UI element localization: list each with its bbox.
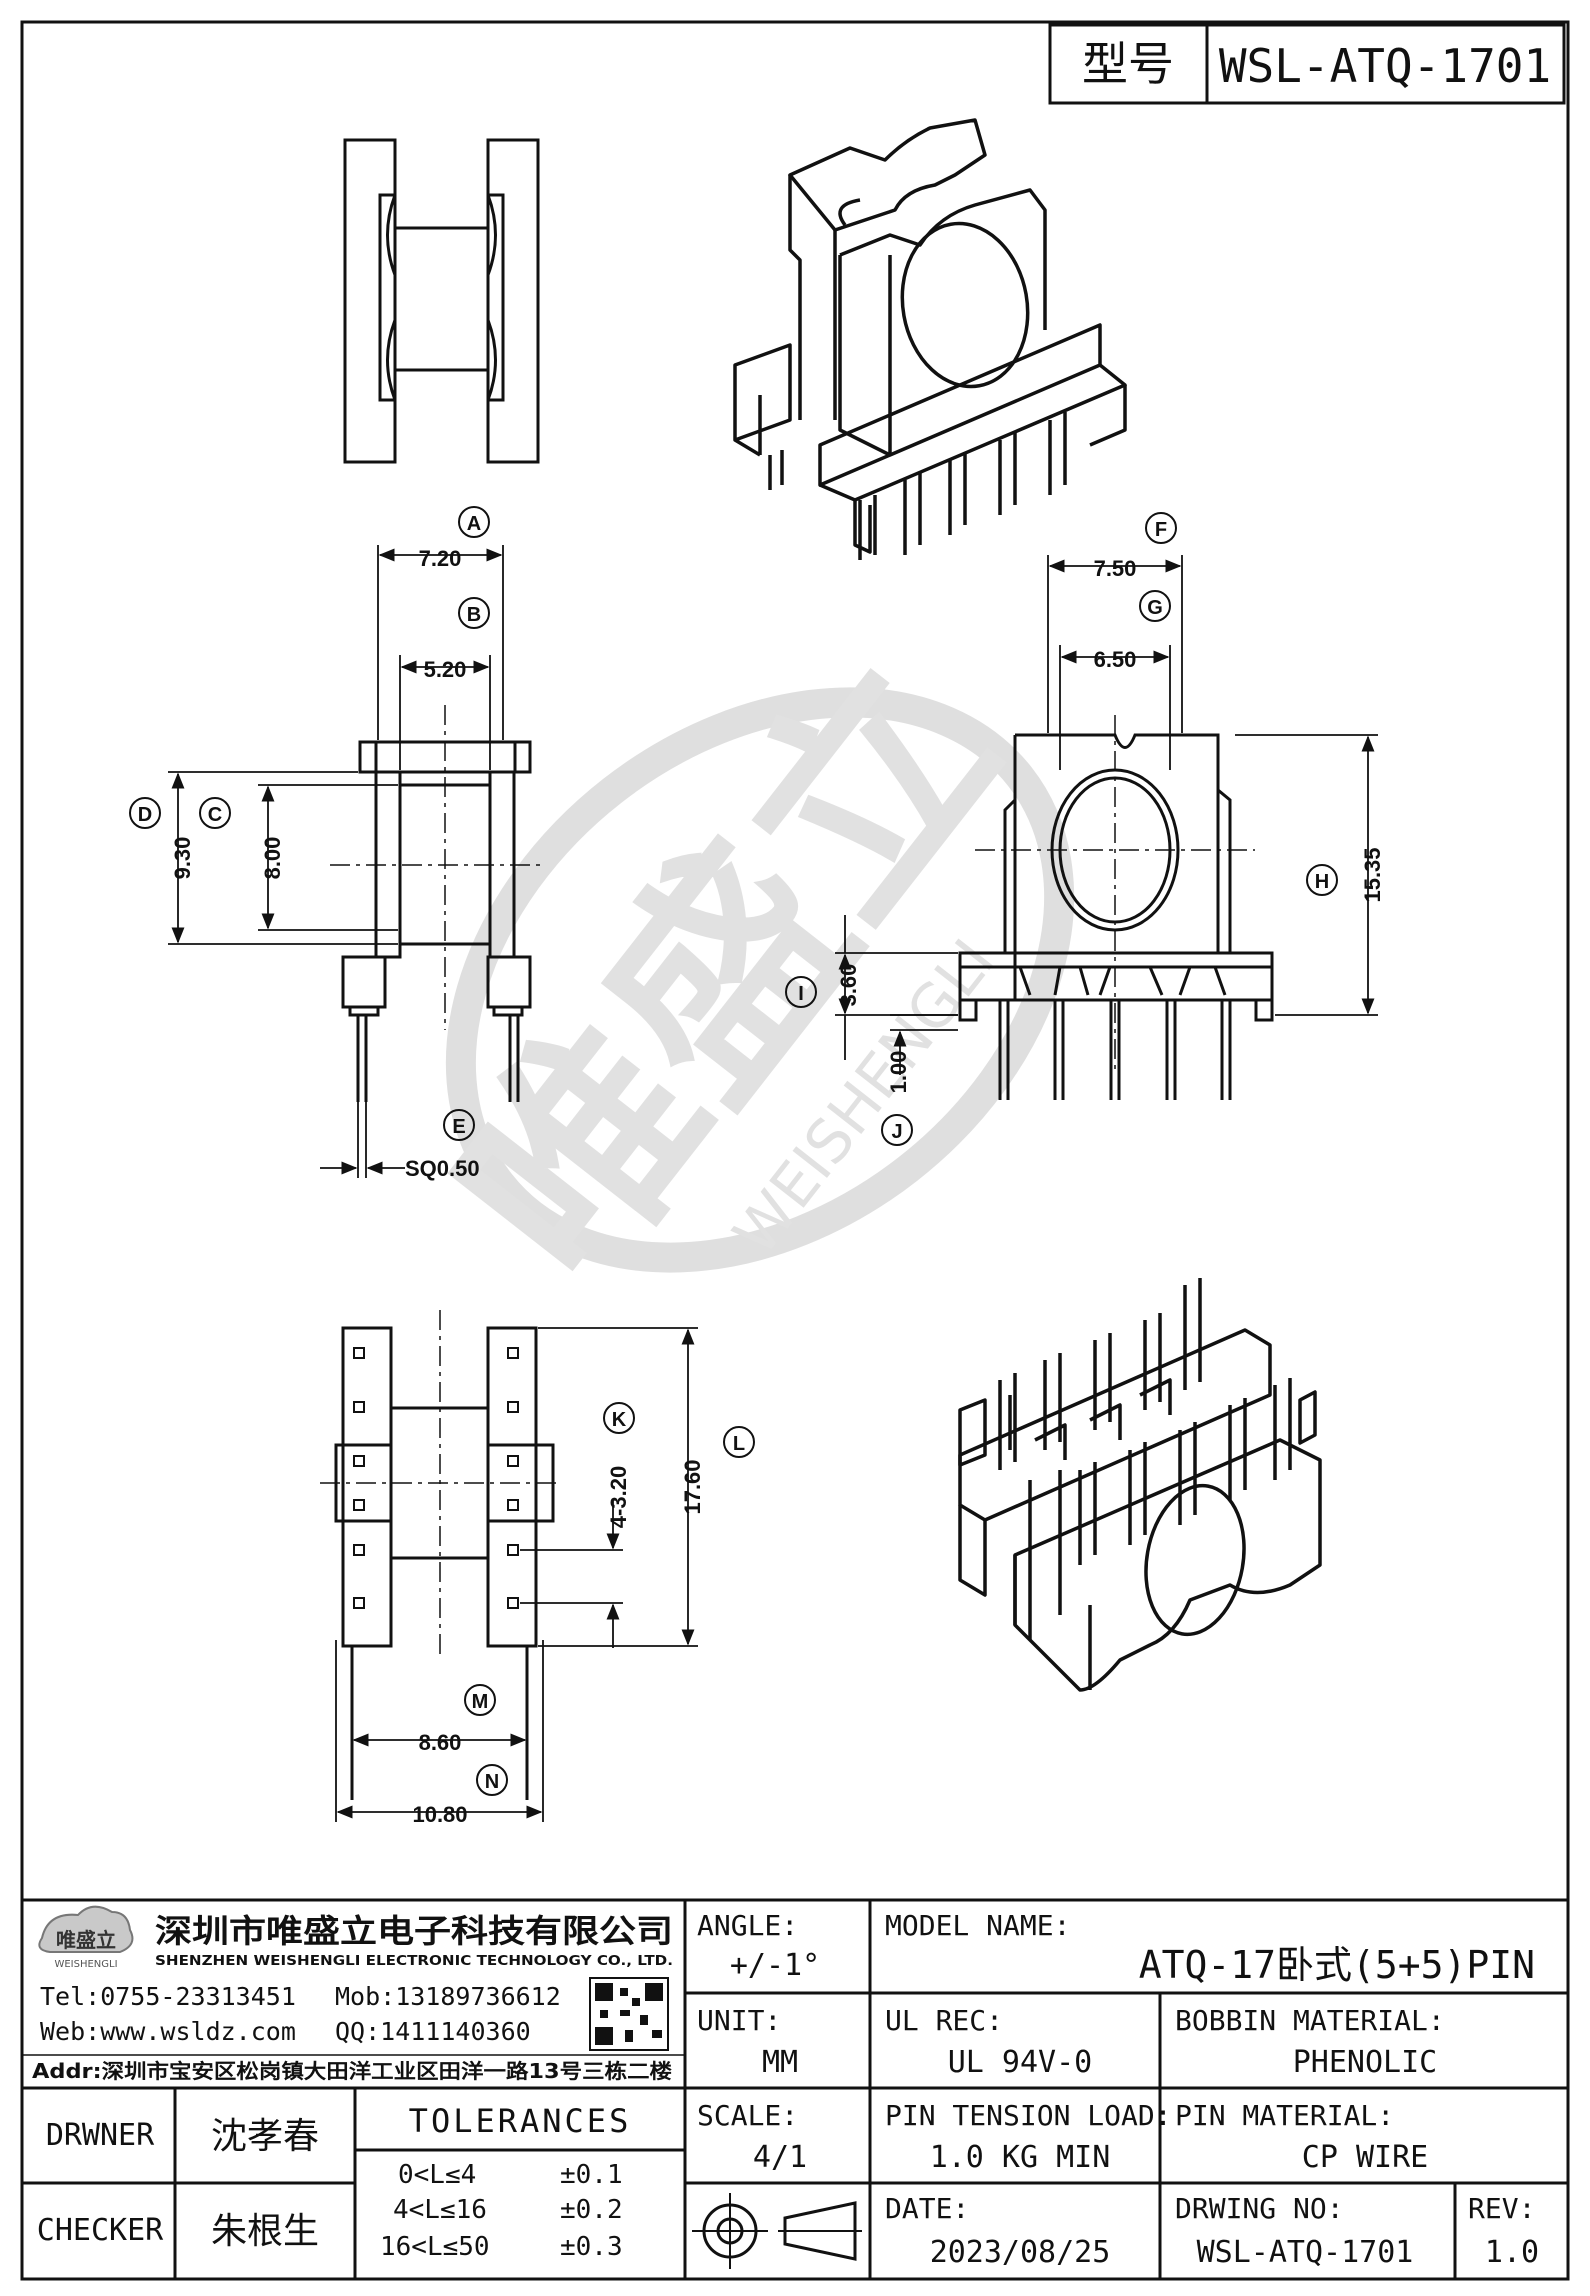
dim-k-value: 4-3.20 [606,1466,631,1528]
isometric-view-bottom [958,1278,1322,1692]
ul-label: UL REC: [885,2004,1003,2037]
ul-value: UL 94V-0 [948,2045,1093,2080]
dim-m-value: 8.60 [419,1730,462,1755]
checker-label: CHECKER [37,2213,164,2248]
bobbin-label: BOBBIN MATERIAL: [1175,2004,1445,2037]
watermark: 唯盛立 WEISHENGLI [411,618,1075,1326]
dim-h-value: 15.35 [1360,847,1385,902]
dim-j-label: J [891,1121,902,1143]
company-web: Web:www.wsldz.com [40,2017,296,2046]
title-block-grid [22,1898,1568,2279]
company-name-cn: 深圳市唯盛立电子科技有限公司 [155,1912,673,1950]
part-number-label: 型号 [1082,37,1174,91]
dim-g-label: G [1147,597,1163,619]
dim-a-value: 7.20 [419,546,462,571]
sheet-border [20,20,1570,2281]
dim-a-label: A [467,513,481,535]
dim-m-label: M [472,1691,489,1713]
top-view [343,138,540,464]
pin-material-value: CP WIRE [1302,2140,1428,2175]
isometric-view-top [733,118,1127,560]
dim-b-value: 5.20 [424,657,467,682]
company-block: 唯盛立 WEISHENGLI 深圳市唯盛立电子科技有限公司 SHENZHEN W… [32,1905,673,2083]
tol-range-2: 4<L≤16 [393,2195,487,2225]
scale-label: SCALE: [697,2099,798,2132]
date-label: DATE: [885,2192,969,2225]
dim-g-value: 6.50 [1094,647,1137,672]
end-view: 7.50 F 6.50 G 15.35 H 3.60 I [785,512,1385,1146]
drawing-no-value: WSL-ATQ-1701 [1197,2235,1414,2270]
dim-d-value: 9.30 [170,837,195,880]
dim-b-label: B [467,604,481,626]
tol-value-2: ±0.2 [560,2195,623,2225]
unit-value: MM [762,2045,798,2080]
company-mob: Mob:13189736612 [335,1982,561,2011]
dim-c-label: C [208,804,222,826]
date-value: 2023/08/25 [930,2235,1111,2270]
dim-f-label: F [1155,519,1167,541]
checker-value: 朱根生 [211,2211,319,2252]
dim-j-value: 1.00 [886,1051,911,1094]
model-value: ATQ-17卧式(5+5)PIN [1139,1943,1535,1987]
company-tel: Tel:0755-23313451 [40,1982,296,2011]
scale-value: 4/1 [753,2140,807,2175]
tension-value: 1.0 KG MIN [930,2140,1111,2175]
tol-range-1: 0<L≤4 [398,2160,476,2190]
qr-code-icon [589,1977,669,2051]
dim-d-label: D [138,804,152,826]
dim-h-label: H [1315,871,1329,893]
rev-label: REV: [1468,2192,1535,2225]
dim-k-label: K [612,1409,627,1431]
tol-value-3: ±0.3 [560,2232,623,2262]
drawing-no-label: DRWING NO: [1175,2192,1344,2225]
angle-label: ANGLE: [697,1909,798,1942]
company-qq: QQ:1411140360 [335,2017,531,2046]
dim-e-value: SQ0.50 [405,1156,480,1181]
projection-symbol-icon [692,2193,862,2269]
dim-n-label: N [485,1771,499,1793]
model-label: MODEL NAME: [885,1909,1070,1942]
dim-l-value: 17.60 [680,1459,705,1514]
company-logo-sub: WEISHENGLI [54,1959,117,1970]
dim-i-label: I [798,983,804,1005]
part-number-box: 型号 WSL-ATQ-1701 [1048,23,1566,105]
company-logo: 唯盛立 WEISHENGLI [38,1905,134,1970]
angle-value: +/-1° [730,1948,820,1983]
rev-value: 1.0 [1485,2235,1539,2270]
tol-value-1: ±0.1 [560,2160,623,2190]
company-addr: Addr:深圳市宝安区松岗镇大田洋工业区田洋一路13号三栋二楼 [32,2059,672,2083]
dim-l-label: L [733,1433,745,1455]
company-name-en: SHENZHEN WEISHENGLI ELECTRONIC TECHNOLOG… [155,1954,673,1969]
side-view: 7.20 A 5.20 B 9.30 D 8.00 C [129,506,540,1181]
drawer-value: 沈孝春 [211,2116,319,2157]
bobbin-value: PHENOLIC [1293,2045,1438,2080]
bottom-view: 4-3.20 K 17.60 L 8.60 M 10.80 N [320,1310,755,1827]
dim-f-value: 7.50 [1094,556,1137,581]
pin-material-label: PIN MATERIAL: [1175,2099,1394,2132]
tension-label: PIN TENSION LOAD: [885,2099,1172,2132]
unit-label: UNIT: [697,2004,781,2037]
dim-e-label: E [452,1116,465,1138]
tol-range-3: 16<L≤50 [380,2232,490,2262]
part-number: WSL-ATQ-1701 [1219,39,1551,93]
dim-i-value: 3.60 [836,964,861,1007]
company-logo-text: 唯盛立 [56,1928,116,1952]
dim-n-value: 10.80 [412,1802,467,1827]
drawer-label: DRWNER [46,2118,155,2153]
dim-c-value: 8.00 [260,837,285,880]
tolerances-title: TOLERANCES [409,2102,632,2140]
